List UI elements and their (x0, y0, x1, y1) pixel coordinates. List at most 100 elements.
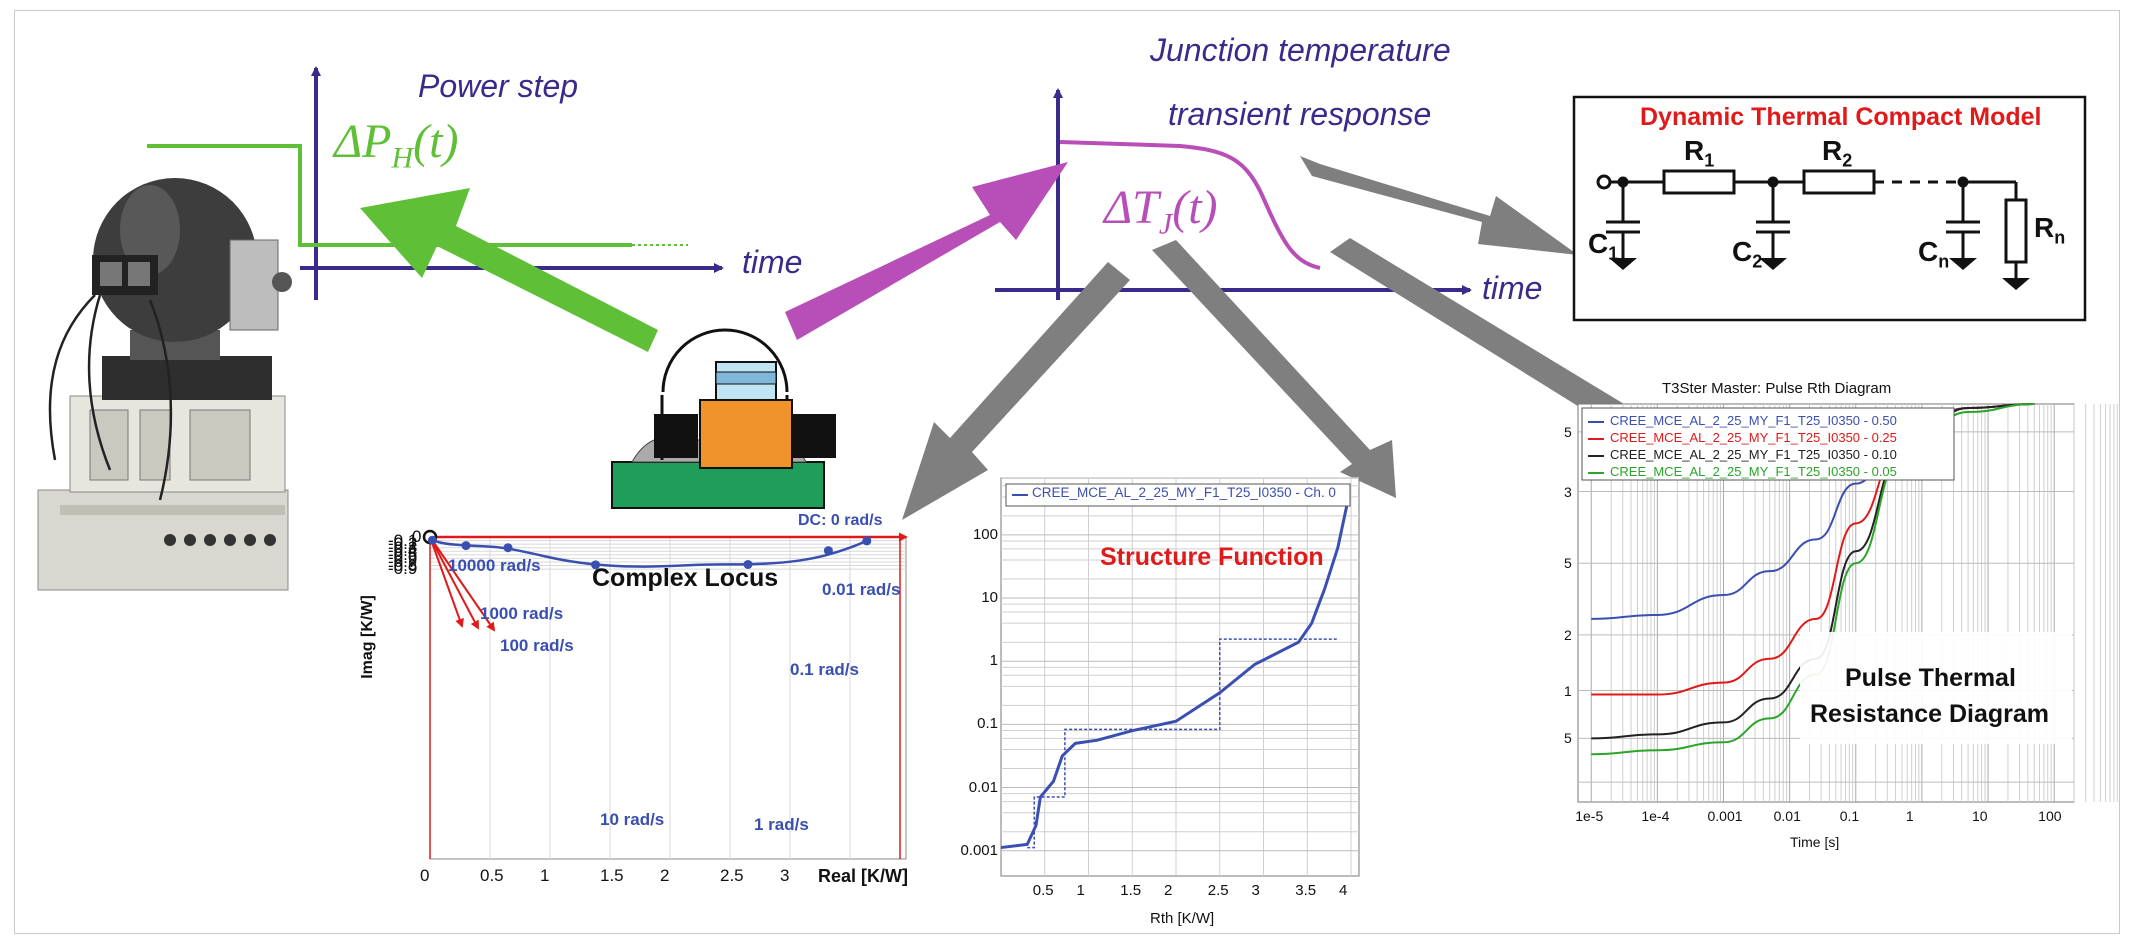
locus-y-label: Imag [K/W] (358, 595, 376, 679)
pd-title-line1: Pulse Thermal (1845, 664, 2016, 692)
dtcm-panel (1572, 95, 2087, 322)
pd-y-tick: 3 (1564, 483, 1572, 500)
time-label-junction: time (1482, 270, 1543, 306)
board (611, 461, 825, 509)
sf-legend-box (1005, 483, 1351, 507)
locus-x-tick: 1 (540, 866, 550, 885)
sf-x-tick: 0.5 (1032, 882, 1054, 899)
locus-y-tick: -0.2 (388, 534, 418, 554)
locus-y-tick: -0.7 (388, 551, 418, 571)
locus-dc-label: DC: 0 rad/s (798, 512, 883, 529)
power-to-device-arrow (360, 188, 658, 352)
locus-x-tick: 0 (420, 866, 430, 885)
junction-temperature-curve (1059, 140, 1321, 270)
dome (661, 328, 789, 393)
locus-x-label: Real [K/W] (818, 866, 908, 886)
complex-locus-curve (428, 536, 872, 568)
locus-annotation: 0.1 rad/s (790, 660, 859, 679)
sphere-port (229, 239, 279, 331)
capacitor-label-n: Cn (1918, 236, 1950, 272)
pd-y-tick: 5 (1564, 555, 1572, 572)
sf-x-tick: 2 (1164, 882, 1173, 899)
delta-t-formula: ΔTJ(t) (1104, 181, 1218, 241)
sf-y-tick: 0.01 (968, 778, 998, 796)
locus-y-tick: -0.5 (388, 544, 418, 564)
locus-x-tick: 0.5 (480, 866, 504, 885)
pd-x-tick: 1 (1905, 808, 1914, 824)
pd-x-tick: 0.1 (1839, 808, 1860, 824)
locus-x-tick: 2.5 (720, 866, 744, 885)
locus-title: Complex Locus (592, 564, 779, 592)
pd-x-tick: 100 (2038, 808, 2062, 824)
pd-x-label: Time [s] (1790, 834, 1840, 850)
led-package-illustration (611, 328, 836, 509)
locus-y-tick: -0.8 (388, 555, 418, 575)
pd-x-tick: 1e-5 (1575, 808, 1604, 824)
sf-x-tick: 3 (1251, 882, 1260, 899)
locus-point (823, 546, 833, 556)
pd-x-tick: 1e-4 (1641, 808, 1670, 824)
pd-x-tick: 10 (1972, 808, 1988, 824)
time-label-power: time (742, 244, 803, 280)
structure-function-step (1027, 638, 1338, 849)
sf-y-tick: 0.001 (960, 841, 998, 859)
locus-point (591, 560, 601, 570)
capacitor-label-1: C1 (1588, 228, 1619, 264)
test-equipment-illustration (37, 178, 292, 591)
sf-y-tick: 1 (989, 652, 998, 670)
locus-annotation: 100 rad/s (500, 636, 574, 655)
locus-annotation: 1 rad/s (754, 815, 809, 834)
resistor-label-n: Rn (2034, 212, 2066, 248)
pd-y-tick: 1 (1564, 682, 1572, 699)
power-step-label: Power step (418, 68, 579, 104)
locus-point (862, 536, 872, 546)
pd-legend-box (1581, 407, 1955, 481)
locus-annotation: 1000 rad/s (480, 604, 564, 623)
pd-legend-text: CREE_MCE_AL_2_25_MY_F1_T25_I0350 - 0.25 (1610, 430, 1897, 445)
junction-axes (995, 88, 1472, 300)
sf-legend-text: CREE_MCE_AL_2_25_MY_F1_T25_I0350 - Ch. 0 (1032, 485, 1336, 500)
pd-legend-text: CREE_MCE_AL_2_25_MY_F1_T25_I0350 - 0.05 (1610, 464, 1897, 479)
locus-annotation: 0.01 rad/s (822, 580, 901, 599)
locus-point (461, 541, 471, 551)
locus-x-tick: 3 (780, 866, 790, 885)
locus-y-tick: -0.3 (388, 537, 418, 557)
resistor-label-2: R2 (1822, 135, 1853, 171)
sf-x-tick: 3.5 (1295, 882, 1317, 899)
sf-y-tick: 10 (981, 589, 998, 607)
equipment-stage (102, 356, 272, 400)
locus-annotation: 10000 rad/s (448, 556, 541, 575)
pd-x-tick: 0.01 (1773, 808, 1801, 824)
pd-legend-text: CREE_MCE_AL_2_25_MY_F1_T25_I0350 - 0.50 (1610, 413, 1897, 428)
locus-annotation: 10 rad/s (600, 810, 665, 829)
sf-x-tick: 4 (1339, 882, 1348, 899)
locus-point (743, 559, 753, 569)
sf-x-tick: 1 (1076, 882, 1085, 899)
locus-y-tick: -0.9 (388, 559, 418, 579)
capacitor-label-2: C2 (1732, 236, 1763, 272)
sf-y-tick: 100 (972, 525, 998, 543)
locus-point (427, 535, 437, 545)
structure-function-curve (1000, 506, 1349, 850)
locus-y-tick: -0.6 (388, 548, 418, 568)
locus-y-tick: 0 (412, 527, 422, 546)
chip (699, 399, 793, 469)
pd-y-tick: 2 (1564, 626, 1572, 643)
pd-y-tick: 5 (1564, 423, 1572, 440)
pd-header: T3Ster Master: Pulse Rth Diagram (1662, 380, 1892, 397)
pd-x-tick: 0.001 (1707, 808, 1743, 824)
pd-y-tick: 5 (1564, 730, 1572, 747)
sf-x-label: Rth [K/W] (1150, 910, 1215, 927)
diagram-frame (14, 10, 2120, 934)
junction-label-line2: transient response (1168, 96, 1432, 132)
locus-point (503, 543, 513, 553)
junction-label-line1: Junction temperature (1150, 32, 1451, 68)
pd-title-line2: Resistance Diagram (1810, 700, 2050, 728)
resistor-label-1: R1 (1684, 135, 1715, 171)
dtcm-title: Dynamic Thermal Compact Model (1640, 103, 2042, 131)
delta-p-formula: ΔPH(t) (334, 115, 459, 175)
locus-y-tick: -0.4 (388, 541, 418, 561)
structure-function-chart (1000, 477, 1360, 877)
